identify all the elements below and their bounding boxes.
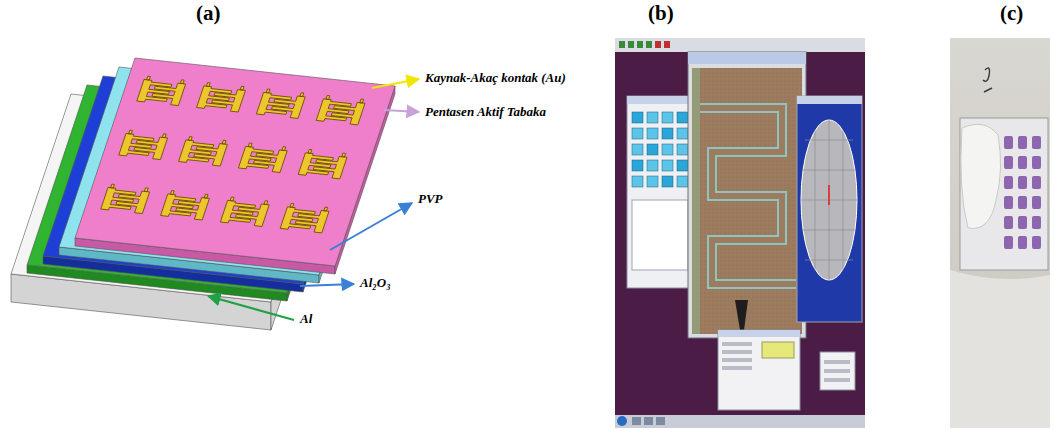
panel-letter: (b) [648,2,674,25]
leader-arrows [208,79,419,320]
layer-label: Pentasen Aktif Tabaka [425,105,546,119]
panel-letter: (c) [1000,2,1023,25]
software-screenshot [615,38,865,428]
layer-label: Al₂O₃ [360,276,391,290]
layer-label: PVP [418,192,443,206]
layer-label: Kaynak-Akaç kontak (Au) [425,71,566,85]
sample-photograph [950,38,1050,428]
layer-label: Al [300,312,312,326]
panel-letter: (a) [196,2,221,25]
ofet-device-drawing [11,58,395,330]
